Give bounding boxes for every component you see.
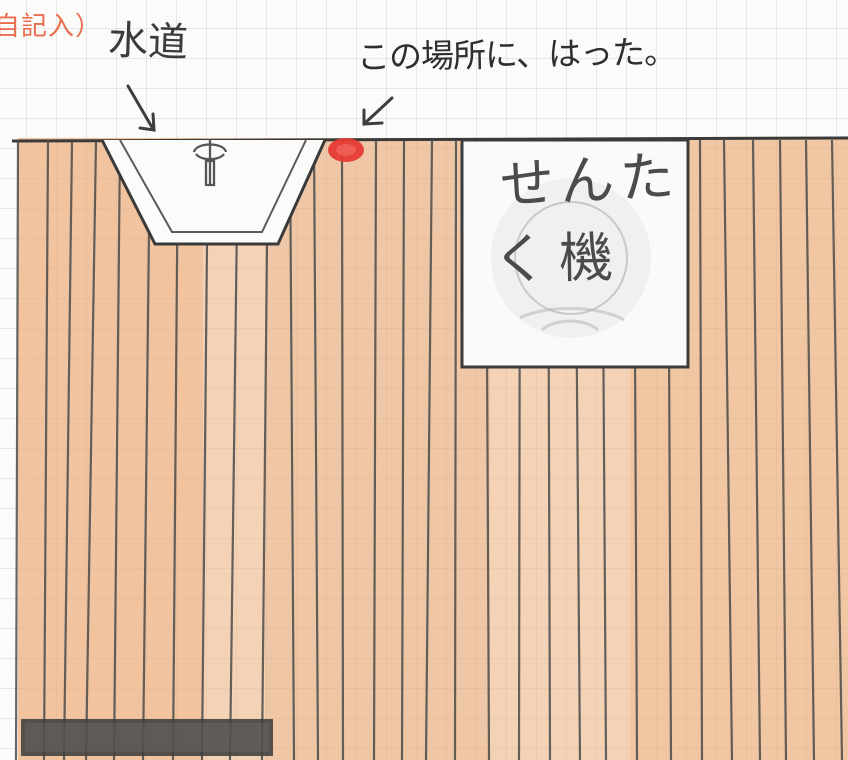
washing-machine-sign [460,138,690,369]
dark-floor-bar [21,719,273,756]
faucet-icon [192,139,228,187]
header-note: 自記入） [0,12,103,42]
water-label: 水道 [107,17,189,67]
wall-shade-middle [265,138,490,760]
arrow-down-right-icon [126,84,156,132]
red-dot-icon [328,138,364,162]
sign-label-line1: せんた [498,144,682,217]
arrow-down-left-icon [362,96,394,126]
location-note: この場所に、はった。 [356,32,677,77]
sign-label-line2: く機 [492,225,626,292]
wood-plank-lines [14,139,844,760]
sink-trough [100,139,327,246]
